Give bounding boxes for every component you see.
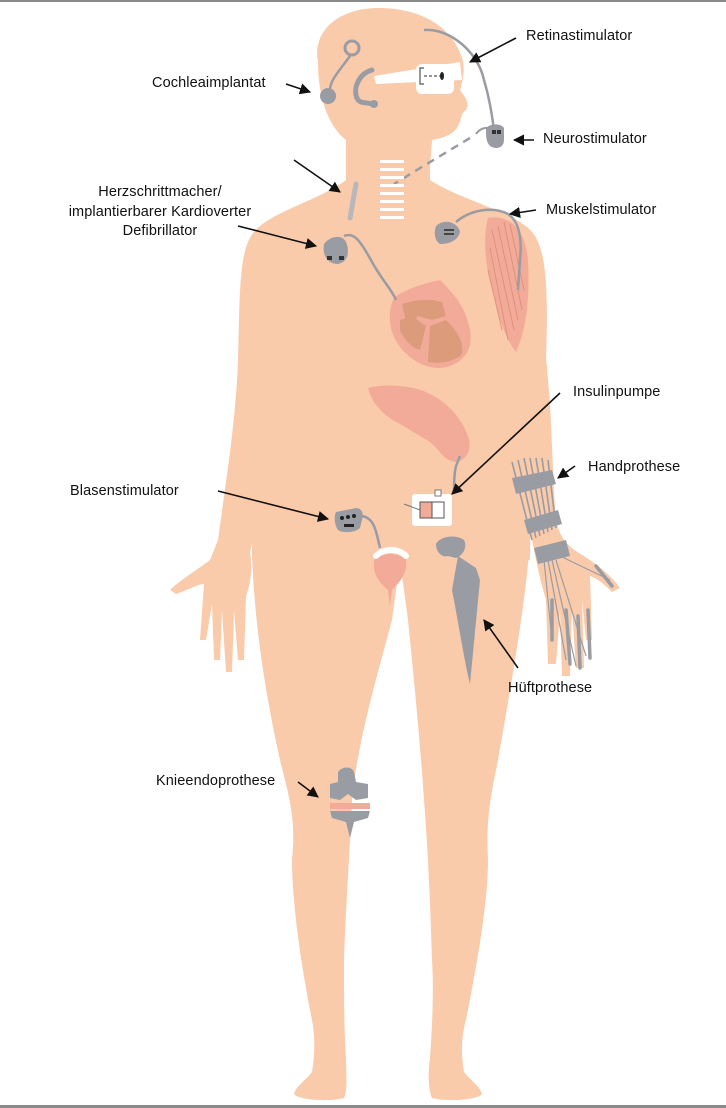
arrow-insulin	[451, 392, 561, 495]
label-handprothese: Handprothese	[588, 459, 681, 475]
arrow-hand	[557, 465, 576, 479]
retina-stimulator	[374, 28, 496, 131]
label-insulinpumpe: Insulinpumpe	[573, 384, 661, 400]
head	[317, 8, 468, 168]
neck-lead	[347, 181, 359, 221]
implants	[320, 28, 614, 838]
neurostimulator	[393, 124, 504, 186]
cochlear-implant	[320, 39, 378, 108]
insulin-pump	[403, 455, 462, 526]
label-herzschrittmacher-line1: Herzschrittmacher/	[98, 184, 222, 200]
arrow-cochlea	[285, 83, 312, 95]
arrow-knee	[297, 781, 319, 798]
label-cochleaimplantat: Cochleaimplantat	[152, 75, 266, 91]
knee-prosthesis	[330, 767, 370, 838]
left-leg	[252, 540, 400, 1101]
label-herzschrittmacher-line2: implantierbarer Kardioverter	[68, 204, 252, 220]
hip-prosthesis	[436, 536, 480, 684]
arrow-retina	[469, 37, 517, 63]
arrow-muscle	[508, 206, 537, 219]
vertebrae	[380, 160, 404, 219]
hand-prosthesis	[511, 457, 614, 670]
frame-top-border	[0, 0, 726, 2]
bladder	[373, 554, 407, 606]
label-neurostimulator: Neurostimulator	[543, 131, 647, 147]
stomach	[368, 385, 470, 462]
muscle-stimulator	[434, 208, 522, 291]
label-herzschrittmacher-line3: Defibrillator	[122, 223, 198, 239]
shoulder-muscle	[485, 217, 529, 352]
arrow-neck	[293, 159, 341, 193]
arrows	[217, 37, 576, 798]
left-arm	[170, 232, 276, 672]
frame-bottom-border	[0, 1105, 726, 1108]
label-knieendoprothese: Knieendoprothese	[156, 773, 276, 789]
bladder-stimulator	[334, 508, 382, 549]
arrow-hip	[483, 619, 519, 669]
arrow-heart	[237, 225, 318, 249]
organs	[368, 217, 529, 606]
body-silhouette	[170, 8, 620, 1101]
right-leg	[400, 540, 530, 1101]
arrow-bladder	[217, 490, 330, 522]
label-hueftprothese: Hüftprothese	[508, 680, 593, 696]
label-retinastimulator: Retinastimulator	[526, 28, 633, 44]
torso	[247, 180, 538, 560]
right-forearm	[510, 300, 620, 676]
heart	[389, 280, 471, 368]
pacemaker	[323, 233, 398, 301]
label-blasenstimulator: Blasenstimulator	[70, 483, 179, 499]
label-muskelstimulator: Muskelstimulator	[546, 202, 657, 218]
